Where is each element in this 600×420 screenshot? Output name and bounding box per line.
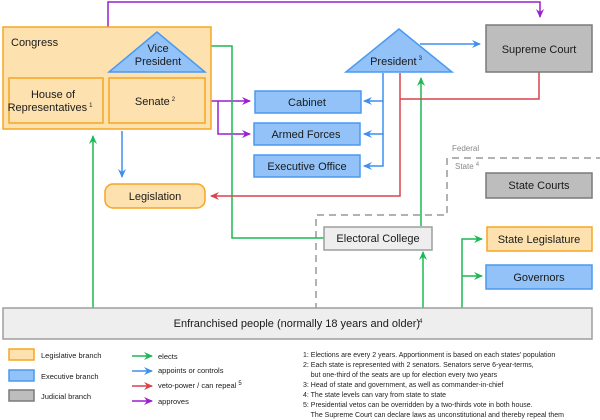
armed-forces-label: Armed Forces	[271, 129, 341, 141]
electoral-college-label: Electoral College	[336, 233, 419, 245]
state-courts-label: State Courts	[508, 180, 570, 192]
legend-appoints: appoints or controls	[132, 366, 224, 375]
congress-label: Congress	[11, 37, 59, 49]
supreme-court-node[interactable]: Supreme Court	[485, 24, 593, 73]
vice-president-line2: President	[135, 56, 181, 68]
arrow-approves-supreme-court	[107, 1, 544, 27]
state-legislature-label: State Legislature	[498, 234, 581, 246]
footnote-2-cont: but one-third of the seats are up for el…	[303, 372, 498, 379]
house-line1: House of	[31, 89, 76, 101]
cabinet-label: Cabinet	[288, 97, 326, 109]
supreme-court-label: Supreme Court	[502, 44, 577, 56]
cabinet-node[interactable]: Cabinet	[254, 90, 362, 114]
legend: Legislative branch Executive branch Judi…	[8, 348, 242, 406]
arrow-appoints-armed-forces	[363, 101, 384, 138]
legend-elects-label: elects	[158, 352, 178, 361]
legislation-label: Legislation	[129, 191, 182, 203]
legend-executive-label: Executive branch	[41, 372, 99, 381]
footnote-5: 5: Presidential vetos can be overridden …	[303, 402, 533, 409]
governors-label: Governors	[513, 272, 565, 284]
legend-approves: approves	[132, 397, 189, 406]
legend-legislative: Legislative branch	[8, 348, 101, 361]
footnote-5-cont: The Supreme Court can declare laws as un…	[303, 412, 564, 419]
legend-approves-label: approves	[158, 397, 189, 406]
footnote-4: 4: The state levels can vary from state …	[303, 392, 446, 399]
vice-president-line1: Vice	[147, 43, 168, 55]
federal-label: Federal	[452, 144, 479, 153]
legend-judicial: Judicial branch	[8, 389, 91, 402]
people-node[interactable]: Enfranchised people (normally 18 years a…	[2, 307, 593, 340]
footnote-3: 3: Head of state and government, as well…	[303, 382, 503, 389]
vice-president-node[interactable]: Vice President	[106, 31, 208, 73]
armed-forces-node[interactable]: Armed Forces	[253, 122, 361, 146]
arrow-appoints-executive-office	[363, 134, 384, 170]
arrow-elects-state-legislature	[461, 235, 483, 308]
state-legislature-node[interactable]: State Legislature	[486, 226, 593, 252]
legislation-node[interactable]: Legislation	[104, 183, 206, 209]
arrow-veto-legislation	[210, 73, 401, 200]
legend-legislative-label: Legislative branch	[41, 351, 101, 360]
footnote-1: 1: Elections are every 2 years. Apportio…	[303, 352, 555, 359]
executive-office-label: Executive Office	[267, 161, 346, 173]
legend-judicial-label: Judicial branch	[41, 392, 91, 401]
electoral-college-node[interactable]: Electoral College	[323, 226, 433, 251]
executive-office-node[interactable]: Executive Office	[253, 154, 361, 178]
legend-executive: Executive branch	[8, 369, 99, 382]
footnotes: 1: Elections are every 2 years. Apportio…	[303, 352, 564, 419]
people-label: Enfranchised people (normally 18 years a…	[174, 318, 423, 330]
line-veto-supreme-court	[400, 72, 540, 100]
footnote-2: 2: Each state is represented with 2 sena…	[303, 362, 534, 369]
legend-appoints-label: appoints or controls	[158, 366, 224, 375]
legend-elects: elects	[132, 352, 178, 361]
arrow-appoints-cabinet	[363, 73, 384, 105]
state-courts-node[interactable]: State Courts	[485, 172, 593, 199]
governors-node[interactable]: Governors	[485, 264, 593, 290]
arrow-approves-armed-forces	[217, 101, 251, 138]
